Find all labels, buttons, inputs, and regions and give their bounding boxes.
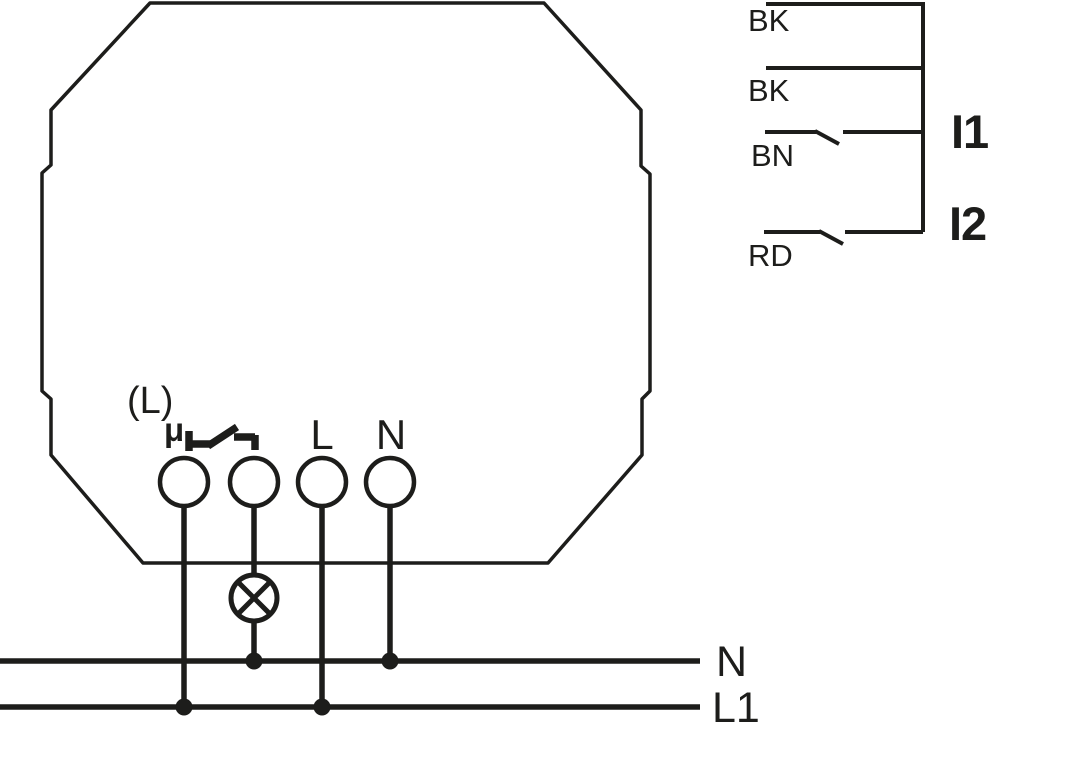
- junction-dot: [381, 652, 399, 670]
- terminal-relay-output: [227, 455, 281, 509]
- terminal-live: [295, 455, 349, 509]
- lamp-icon: [228, 572, 280, 624]
- switch-contact-icon-bn: [814, 129, 840, 146]
- terminal-wires: [181, 505, 393, 707]
- terminal-neutral: [363, 455, 417, 509]
- bus-lines: [0, 658, 700, 710]
- terminals: [157, 455, 417, 509]
- device-body-outline: [40, 1, 652, 565]
- junction-dot: [245, 652, 263, 670]
- junction-dot: [313, 698, 331, 716]
- bus-neutral-label: N: [716, 638, 747, 686]
- terminal-neutral-label: N: [376, 411, 406, 458]
- mu-label: μ: [164, 411, 184, 448]
- bus-line-label: L1: [712, 684, 760, 732]
- input-label-i2: I2: [949, 197, 986, 250]
- relay-contact-blade: [205, 423, 240, 450]
- junction-dots: [175, 652, 399, 716]
- wire-label-bn: BN: [751, 138, 794, 173]
- terminal-switched-live: [157, 455, 211, 509]
- junction-dot: [175, 698, 193, 716]
- wire-label-bk1: BK: [748, 3, 790, 38]
- terminal-live-label: L: [310, 411, 333, 458]
- switched-live-label: (L): [127, 380, 173, 422]
- lamp-cross: [235, 579, 273, 617]
- input-block: [764, 2, 925, 246]
- wire-label-rd: RD: [748, 238, 793, 273]
- switch-contact-icon-rd: [818, 229, 844, 246]
- input-label-i1: I1: [951, 105, 988, 158]
- wire-label-bk2: BK: [748, 73, 790, 108]
- relay-contact-icon: [185, 423, 259, 451]
